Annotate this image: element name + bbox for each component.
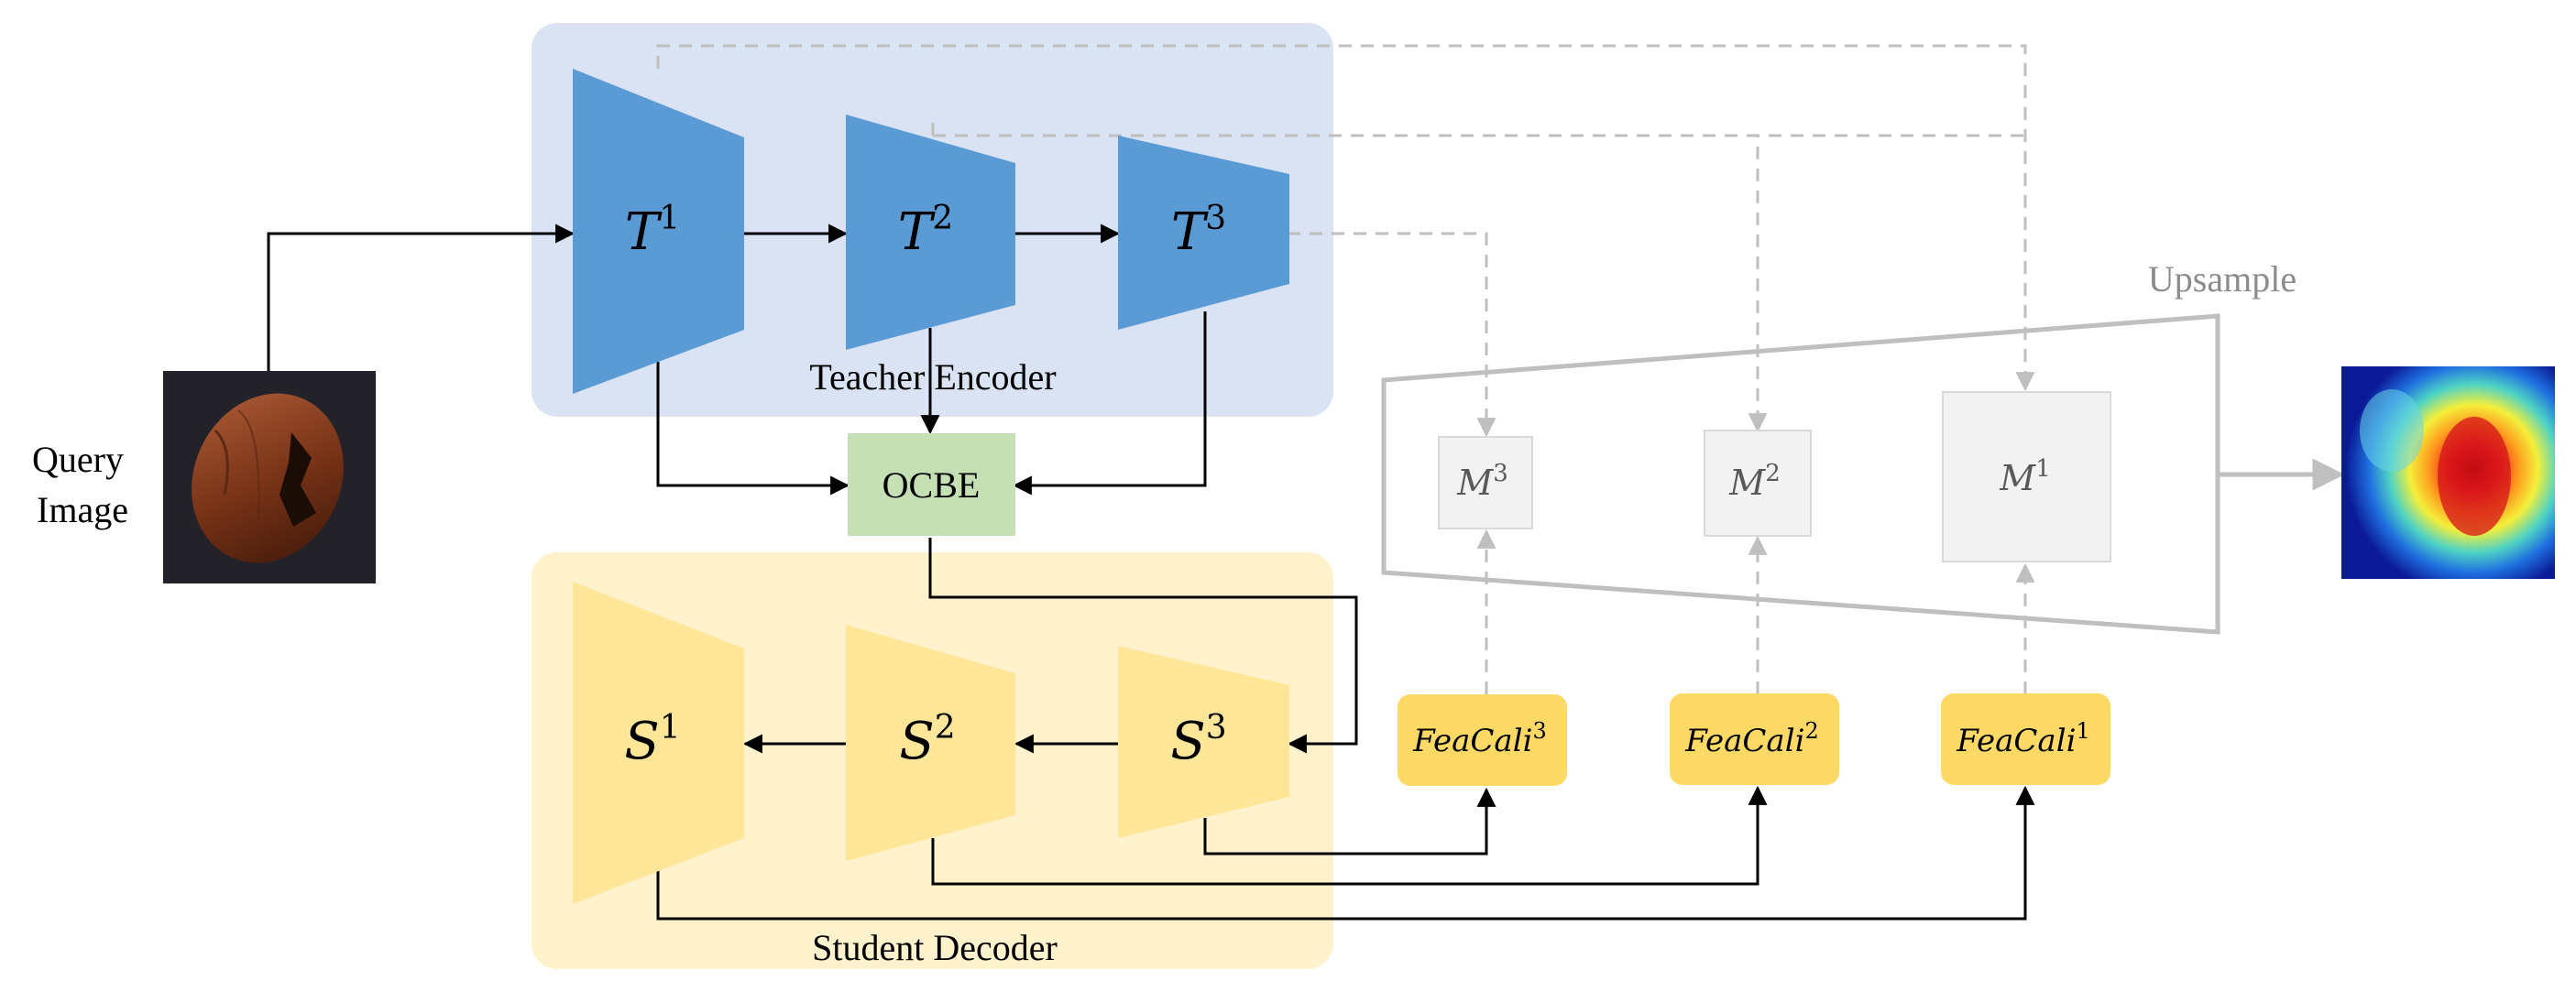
student-block-1 [573, 582, 744, 904]
skip-line-t2 [931, 114, 2025, 431]
upsample-trapezoid [1381, 313, 2220, 635]
skip-line-t3 [1288, 232, 1496, 438]
student-block-2-label: S2 [899, 709, 955, 771]
map-3-label: M3 [1456, 460, 1507, 503]
feacali-1-label: FeaCali1 [1956, 718, 2089, 759]
student-block-3-label: S3 [1170, 709, 1226, 771]
map-1-label: M1 [1999, 455, 2050, 498]
query-image [163, 371, 376, 583]
teacher-block-3-label: T3 [1171, 200, 1226, 262]
map-3-box [1438, 436, 1533, 529]
teacher-encoder-label: Teacher Encoder [809, 356, 1056, 398]
map-1-box [1942, 391, 2111, 562]
student-block-2 [846, 625, 1015, 861]
ocbe-box [848, 433, 1015, 536]
s2-to-feacali2-arrow [931, 785, 1768, 886]
feacali-2-label: FeaCali2 [1684, 718, 1818, 759]
solid-arrows [267, 223, 2035, 921]
t1-to-ocbe-arrow [656, 362, 850, 496]
s1-to-feacali1-arrow [656, 785, 2035, 921]
teacher-block-2-label: T2 [898, 200, 953, 262]
feacali-3-label: FeaCali3 [1412, 718, 1546, 759]
map-2-box [1704, 430, 1812, 537]
student-decoder-label: Student Decoder [812, 927, 1058, 968]
s3-to-feacali3-arrow [1203, 787, 1496, 856]
teacher-skip-dashed-lines [656, 44, 2035, 438]
ocbe-to-s3-arrow [928, 538, 1358, 754]
upsample-label: Upsample [2148, 258, 2296, 300]
teacher-block-1-label: T1 [625, 200, 680, 262]
skip-line-t1 [656, 44, 2035, 392]
input-to-t1-arrow [267, 223, 575, 371]
teacher-block-1 [573, 69, 744, 394]
teacher-block-2 [846, 114, 1015, 350]
feacali-2-box [1670, 693, 1839, 785]
feacali-1-box [1941, 693, 2110, 785]
teacher-block-3 [1118, 136, 1289, 330]
feacali-to-map-dashed-lines [1476, 529, 2035, 694]
map-2-label: M2 [1728, 460, 1780, 503]
student-block-3 [1118, 646, 1289, 838]
feacali-3-box [1398, 694, 1567, 786]
ocbe-label: OCBE [882, 464, 981, 506]
anomaly-heatmap-output [2341, 366, 2555, 579]
t3-to-ocbe-arrow [1012, 311, 1207, 496]
student-block-1-label: S1 [624, 709, 680, 771]
query-image-label: Query Image [32, 439, 133, 530]
